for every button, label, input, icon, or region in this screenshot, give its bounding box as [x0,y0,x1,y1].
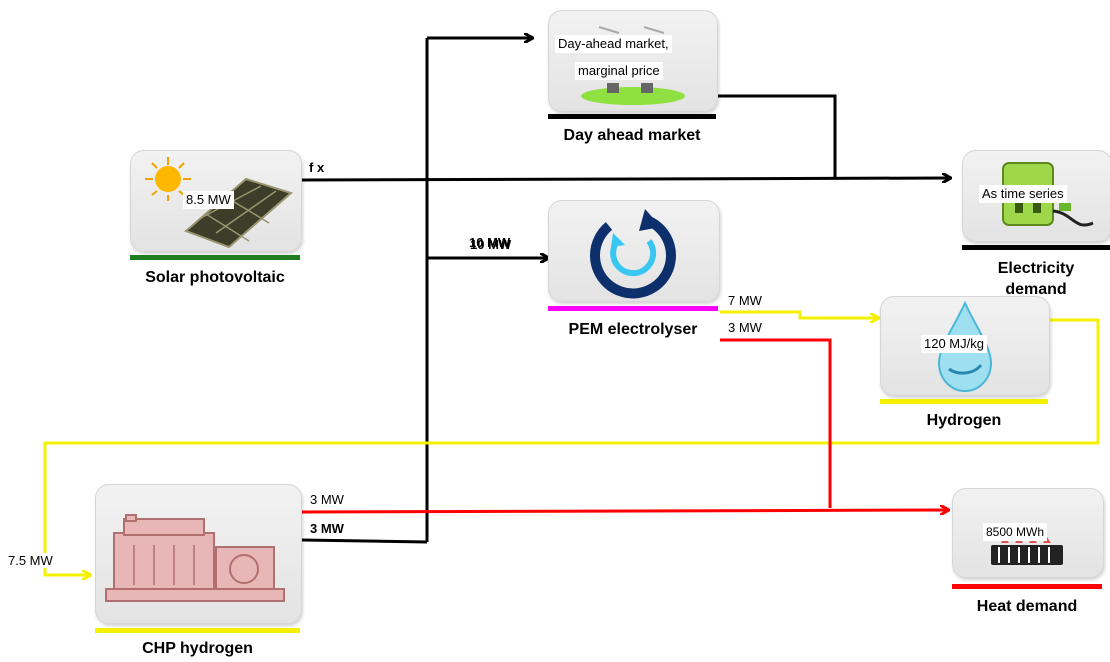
chp-tile[interactable] [95,484,302,624]
electrolyser-title: PEM electrolyser [568,321,698,338]
heat-demand-tile[interactable]: 8500 MWh [952,488,1104,578]
electricity-demand-tile[interactable]: As time series [962,150,1110,242]
day-ahead-to-electricity-line [718,94,837,178]
chp-title: CHP hydrogen [142,640,253,657]
heat-title: Heat demand [976,598,1078,615]
heat-output-label: 3 MW [728,320,762,335]
chp-to-heat-line [301,510,948,512]
heat-demand-label: 8500 MWh [983,523,1048,541]
hydrogen-color-bar [880,399,1048,404]
heat-flows [301,338,948,512]
chp-input-label: 7.5 MW [8,553,53,568]
chp-electricity-label: 3 MW [310,521,344,536]
electricity-demand-label: As time series [979,185,1067,203]
electrolyser-to-hydrogen-line [720,310,878,318]
electricity-title: Electricity demand [997,260,1075,298]
day-ahead-color-bar [548,114,716,119]
hydrogen-tile[interactable]: 120 MJ/kg [880,296,1050,396]
solar-pv-tile[interactable]: 8.5 MW [130,150,302,252]
hydrogen-output-label: 7 MW [728,293,762,308]
electrolyser-input-label-b: 10 MW [470,237,512,252]
solar-capacity-label: 8.5 MW [183,191,234,209]
market-icon [581,26,685,105]
hydrogen-flows [43,310,1100,575]
day-ahead-market-tile[interactable]: Day-ahead market, marginal price [548,10,718,112]
chp-to-bus-line [301,538,428,544]
hydrogen-to-chp-line [43,318,1100,575]
solar-title: Solar photovoltaic [145,269,285,286]
day-ahead-label-line1: Day-ahead market, [555,35,672,53]
hydrogen-title: Hydrogen [926,412,1002,429]
electrolyser-color-bar [548,306,718,311]
solar-fx-label: f x [309,160,325,175]
electrolyser-tile[interactable] [548,200,720,302]
solar-color-bar [130,255,300,260]
electricity-flows [299,38,950,544]
day-ahead-title: Day ahead market [563,127,701,144]
hydrogen-label: 120 MJ/kg [921,335,987,353]
day-ahead-label-line2: marginal price [575,62,663,80]
electrolyser-to-heat-line [720,338,832,508]
heat-color-bar [952,584,1102,589]
electricity-color-bar [962,245,1110,250]
chp-heat-label: 3 MW [310,492,344,507]
electrolyser-input-label-a: 10 MW [469,235,511,250]
cycle-icon [590,209,676,299]
solar-to-electricity-line [299,178,950,180]
engine-icon [105,514,285,602]
solar-panel-icon [145,157,294,249]
chp-color-bar [95,628,300,633]
